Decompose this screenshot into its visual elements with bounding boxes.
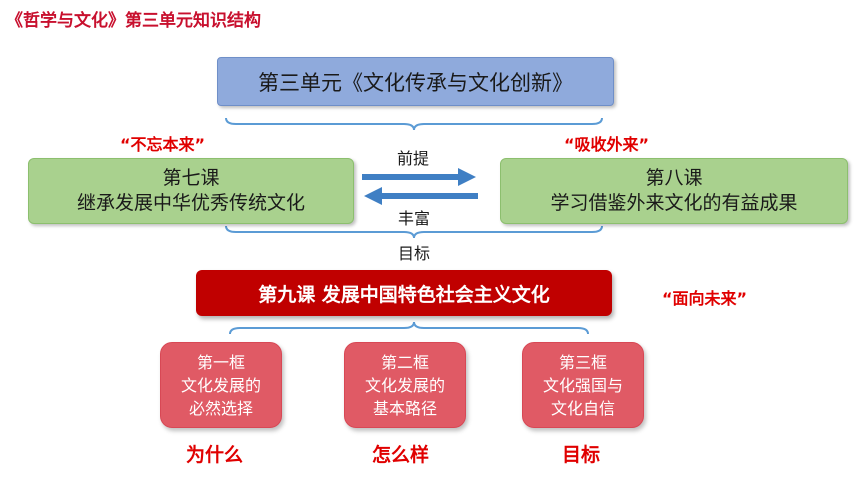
- frame3-line3: 文化自信: [550, 398, 615, 418]
- frame1-line3: 必然选择: [188, 398, 253, 418]
- frame1-line1: 第一框: [196, 352, 245, 372]
- arrow-right: [362, 168, 476, 186]
- lesson9-quote: “面向未来”: [662, 289, 748, 308]
- relation-enrich-label: 丰富: [398, 209, 431, 228]
- frames-brace: [229, 321, 589, 335]
- unit-title-box: 第三单元《文化传承与文化创新》: [217, 57, 614, 106]
- frame1-line2: 文化发展的: [180, 375, 261, 395]
- lesson8-box: 第八课 学习借鉴外来文化的有益成果: [500, 158, 848, 224]
- frame3-tag: 目标: [562, 444, 601, 466]
- lesson7-subtitle: 继承发展中华优秀传统文化: [76, 192, 305, 214]
- frame2-line3: 基本路径: [372, 398, 437, 418]
- lessons-brace: [225, 225, 603, 239]
- frame3-line2: 文化强国与: [542, 375, 623, 395]
- frame2-box: 第二框 文化发展的 基本路径: [344, 342, 466, 428]
- arrow-left: [364, 187, 478, 205]
- frame2-tag: 怎么样: [372, 444, 430, 466]
- lesson7-title: 第七课: [162, 167, 220, 189]
- unit-brace: [225, 117, 603, 131]
- lesson7-box: 第七课 继承发展中华优秀传统文化: [28, 158, 354, 224]
- lesson8-subtitle: 学习借鉴外来文化的有益成果: [550, 192, 798, 214]
- frame2-line1: 第二框: [380, 352, 429, 372]
- lesson8-quote: “吸收外来”: [564, 135, 650, 154]
- frame3-line1: 第三框: [558, 352, 607, 372]
- relation-goal-label: 目标: [398, 244, 431, 263]
- frame1-box: 第一框 文化发展的 必然选择: [160, 342, 282, 428]
- lesson7-quote: “不忘本来”: [120, 135, 206, 154]
- lesson9-box: 第九课 发展中国特色社会主义文化: [196, 270, 612, 316]
- frame2-line2: 文化发展的: [364, 375, 445, 395]
- frame3-box: 第三框 文化强国与 文化自信: [522, 342, 644, 428]
- frame1-tag: 为什么: [186, 444, 244, 466]
- lesson8-title: 第八课: [645, 167, 703, 189]
- page-title: 《哲学与文化》第三单元知识结构: [6, 11, 261, 31]
- relation-premise-label: 前提: [397, 149, 430, 168]
